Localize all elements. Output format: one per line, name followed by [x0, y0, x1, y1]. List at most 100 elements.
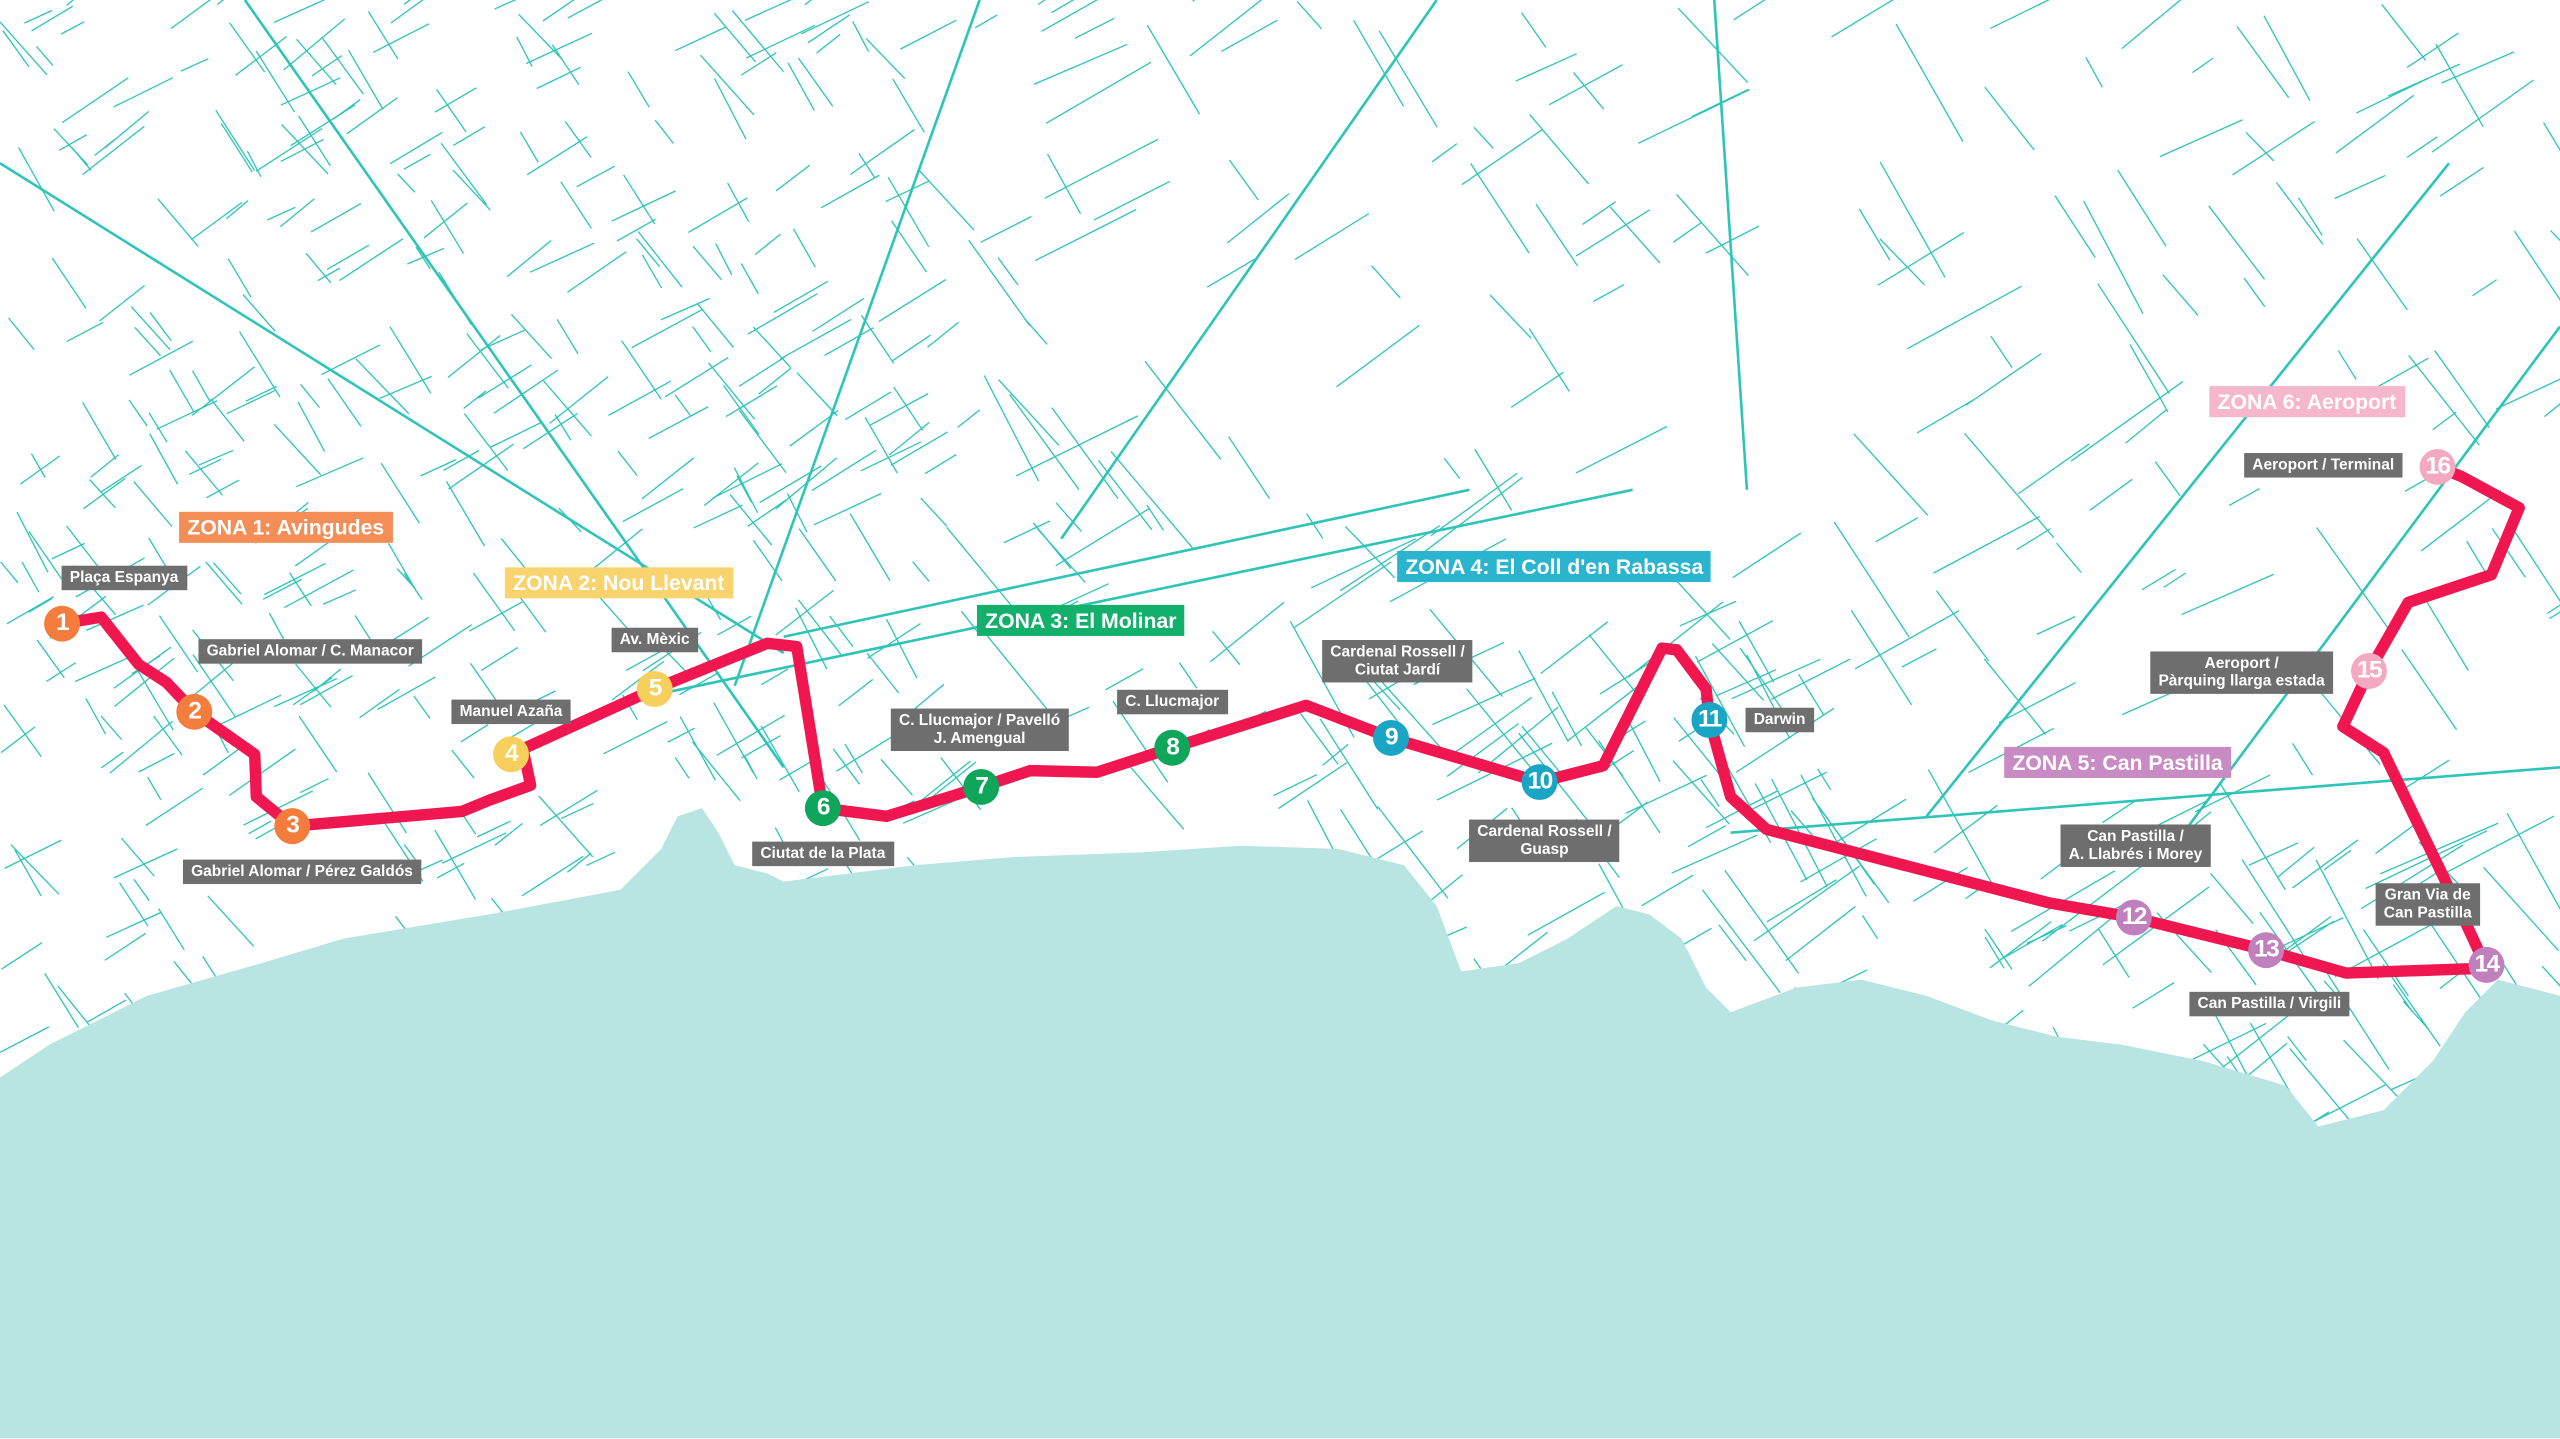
street [1220, 19, 1278, 52]
street [2550, 230, 2560, 242]
street [83, 477, 126, 510]
street [430, 200, 465, 254]
street [2292, 839, 2359, 889]
street [2098, 928, 2130, 978]
stop-marker-6[interactable]: 6 [804, 790, 841, 827]
street [2159, 119, 2243, 158]
street [289, 572, 312, 607]
stop-marker-5[interactable]: 5 [636, 671, 673, 707]
street [310, 202, 362, 233]
street [0, 726, 36, 754]
street [2208, 205, 2266, 280]
stop-marker-12[interactable]: 12 [2115, 899, 2152, 936]
street [170, 0, 212, 30]
street [1322, 743, 1349, 766]
stop-marker-9[interactable]: 9 [1373, 719, 1409, 756]
street [887, 177, 930, 248]
stop-name-label: Can Pastilla /A. Llabrés i Morey [2060, 824, 2211, 867]
street [738, 356, 785, 387]
street [148, 537, 168, 569]
street [359, 688, 400, 719]
street [1371, 265, 1401, 299]
street [1732, 532, 1802, 579]
stop-marker-2[interactable]: 2 [176, 693, 213, 730]
street [1730, 766, 2560, 834]
street [156, 400, 218, 430]
street [441, 832, 507, 864]
street [447, 335, 501, 378]
street [654, 119, 674, 144]
stop-marker-3[interactable]: 3 [274, 808, 311, 845]
stop-name-label: Cardenal Rossell /Guasp [1469, 819, 1620, 863]
stop-name-label: C. Llucmajor [1117, 689, 1228, 715]
stop-marker-7[interactable]: 7 [963, 768, 1000, 805]
street [1310, 538, 1417, 589]
street [1679, 600, 1737, 627]
street [86, 604, 144, 631]
street [1831, 0, 1894, 38]
street [811, 449, 877, 491]
street [2335, 94, 2415, 154]
street [1294, 212, 1370, 261]
street [51, 542, 85, 560]
stop-marker-1[interactable]: 1 [44, 605, 80, 642]
street [279, 198, 315, 228]
street [1989, 920, 2052, 969]
street [2017, 443, 2090, 495]
sea-area [0, 808, 2560, 1439]
street [6, 595, 55, 625]
stop-marker-8[interactable]: 8 [1154, 729, 1191, 766]
street [2287, 1036, 2307, 1062]
street [747, 498, 788, 527]
street [333, 99, 361, 120]
street [480, 646, 519, 671]
zone-label: ZONA 5: Can Pastilla [2004, 746, 2231, 778]
street [1528, 328, 1570, 392]
street [66, 0, 75, 6]
street [1228, 436, 1270, 499]
street [2408, 354, 2480, 446]
street [893, 386, 924, 431]
street [255, 50, 296, 113]
street [919, 170, 975, 231]
street [494, 0, 517, 10]
street [1446, 722, 1520, 777]
stop-marker-13[interactable]: 13 [2248, 932, 2285, 969]
street [1045, 61, 1152, 124]
street [100, 715, 123, 741]
street [297, 401, 326, 452]
street [2141, 568, 2176, 591]
stop-marker-11[interactable]: 11 [1691, 702, 1728, 738]
street [1209, 601, 1285, 663]
street [1711, 643, 1765, 701]
street [844, 391, 892, 421]
street [1575, 425, 1668, 474]
stop-marker-4[interactable]: 4 [493, 736, 529, 773]
street [696, 302, 734, 348]
street [2163, 572, 2187, 588]
stop-marker-14[interactable]: 14 [2468, 946, 2505, 983]
stop-marker-10[interactable]: 10 [1521, 764, 1558, 800]
street [1353, 19, 1405, 107]
stop-marker-16[interactable]: 16 [2419, 448, 2456, 485]
street [463, 390, 487, 410]
street [436, 88, 467, 133]
stop-marker-15[interactable]: 15 [2351, 653, 2387, 689]
street [813, 492, 882, 526]
street [3, 704, 42, 758]
street [2356, 238, 2408, 311]
street [2016, 528, 2051, 551]
street [440, 142, 488, 205]
street [153, 715, 183, 756]
street [824, 327, 874, 357]
street [1548, 64, 1624, 106]
street [216, 0, 225, 6]
street [210, 398, 245, 442]
street [519, 131, 539, 163]
street [147, 776, 162, 801]
street [2541, 965, 2560, 987]
street [2121, 0, 2182, 50]
street [1110, 451, 1194, 550]
street [692, 326, 712, 353]
